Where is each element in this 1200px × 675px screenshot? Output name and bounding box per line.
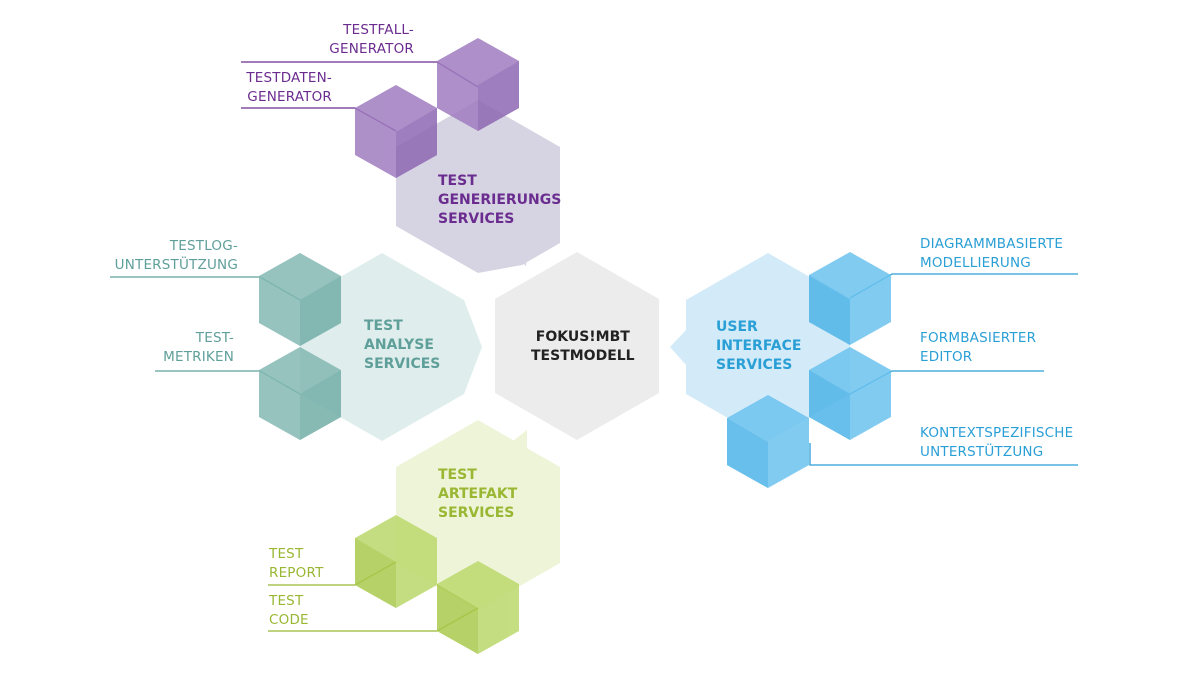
label-testfall-generator: TESTFALL- GENERATOR xyxy=(329,22,414,57)
generation-pointer xyxy=(508,244,527,266)
cube-testdaten-generator xyxy=(355,85,437,178)
cube-diagramm xyxy=(809,252,891,345)
analysis-services-title: TEST ANALYSE SERVICES xyxy=(364,318,441,372)
cube-report xyxy=(355,515,437,608)
label-testdaten-generator: TESTDATEN- GENERATOR xyxy=(246,70,332,105)
generation-services-title: TEST GENERIERUNGS SERVICES xyxy=(438,173,562,227)
artifact-pointer xyxy=(509,430,527,452)
label-test-report: TEST REPORT xyxy=(269,546,324,581)
center-title: FOKUS!MBT TESTMODELL xyxy=(531,329,635,364)
cube-code xyxy=(437,561,519,654)
label-kontextspezifische-unterstuetzung: KONTEXTSPEZIFISCHE UNTERSTÜTZUNG xyxy=(920,425,1074,460)
label-test-metriken: TEST- METRIKEN xyxy=(163,330,234,365)
connector-kontext xyxy=(809,443,1078,466)
label-diagrammbasierte-modellierung: DIAGRAMMBASIERTE MODELLIERUNG xyxy=(920,236,1064,271)
label-formbasierter-editor: FORMBASIERTER EDITOR xyxy=(920,330,1037,365)
ui-services-title: USER INTERFACE SERVICES xyxy=(716,319,802,373)
analysis-services-hex xyxy=(300,253,482,441)
label-testlog-unterstuetzung: TESTLOG- UNTERSTÜTZUNG xyxy=(114,238,238,273)
cube-kontext xyxy=(727,395,809,488)
cube-metriken xyxy=(259,347,341,440)
center-testmodell-hex xyxy=(495,252,659,440)
artifact-services-title: TEST ARTEFAKT SERVICES xyxy=(438,467,518,521)
ui-services-hex xyxy=(670,253,850,441)
cube-testlog xyxy=(259,253,341,346)
label-test-code: TEST CODE xyxy=(269,593,309,628)
cube-testfall-generator xyxy=(437,38,519,131)
cube-form xyxy=(809,347,891,440)
